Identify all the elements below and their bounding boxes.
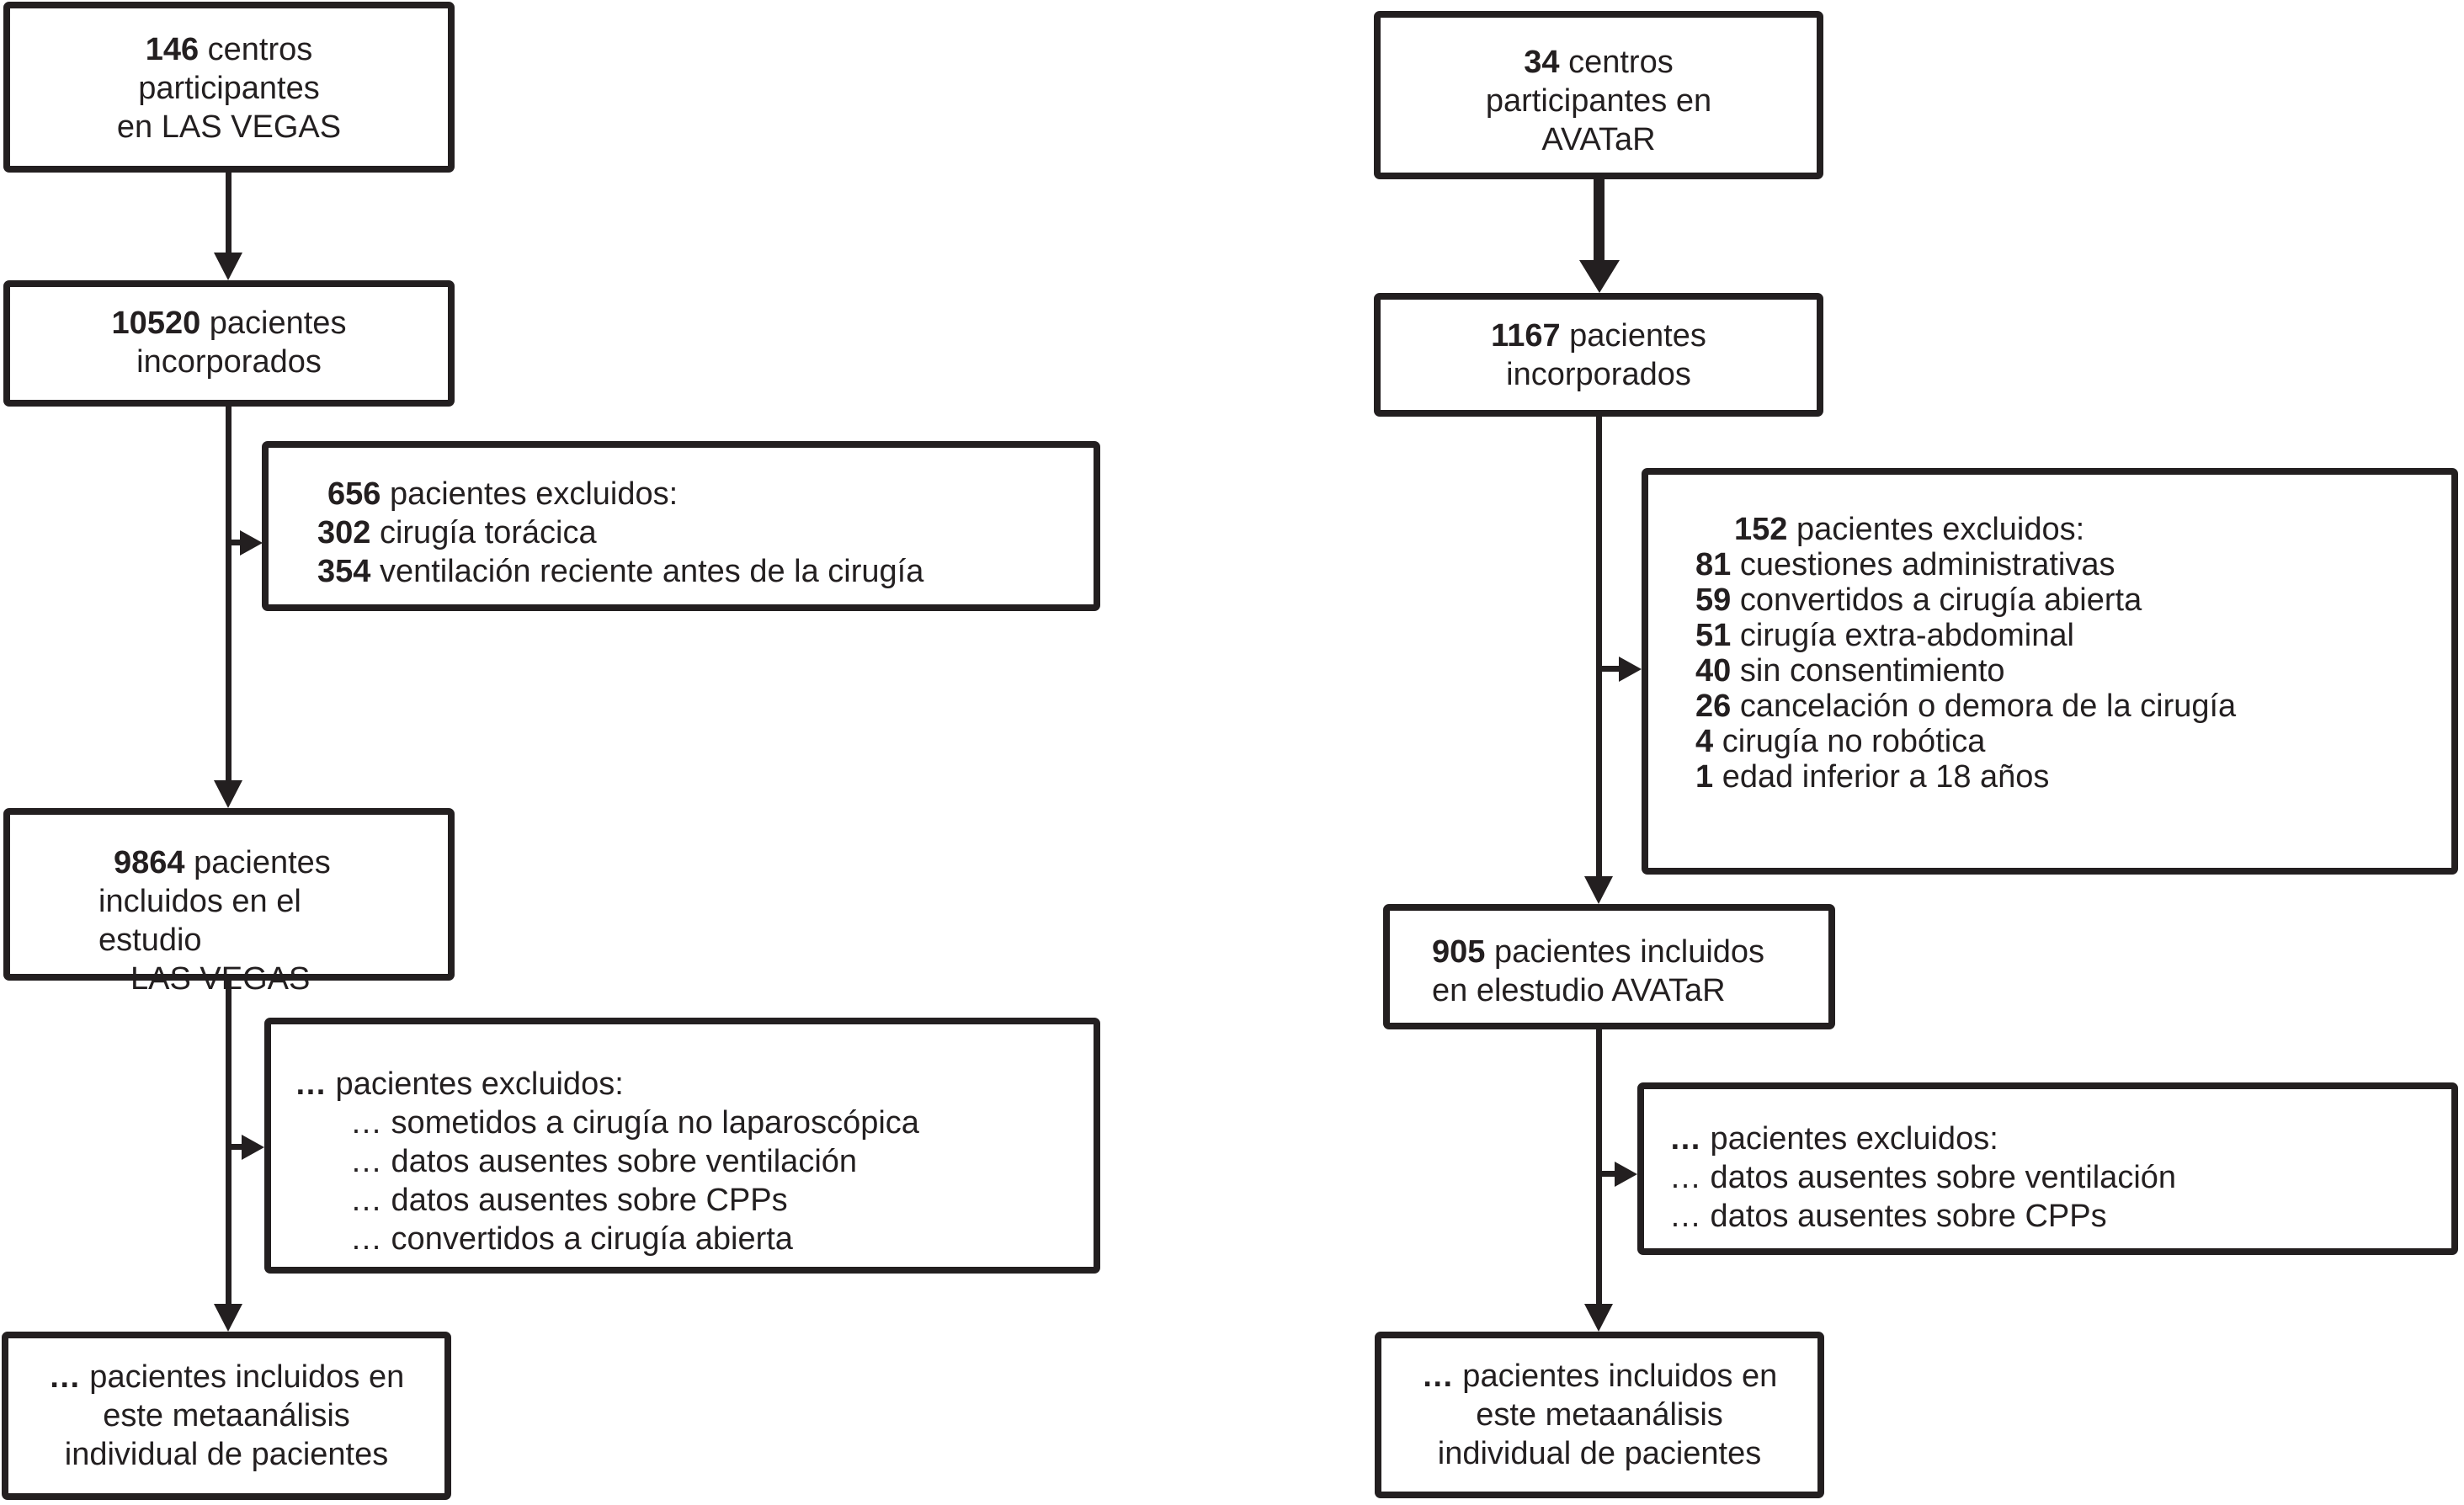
- box-line: 302 cirugía torácica: [317, 515, 597, 550]
- box-lasvegas-excluded2: … pacientes excluidos: … sometidos a cir…: [264, 1018, 1100, 1274]
- box-line: … pacientes excluidos:: [295, 1066, 624, 1102]
- box-line: 34 centros: [1524, 45, 1674, 80]
- box-lasvegas-meta-analysis: … pacientes incluidos en este metaanális…: [2, 1332, 451, 1500]
- box-line: 152 pacientes excluidos:: [1734, 512, 2085, 547]
- box-line: 4 cirugía no robótica: [1695, 724, 1986, 759]
- connector-line: [1596, 415, 1602, 877]
- box-line: incluidos en el: [98, 884, 301, 919]
- box-lasvegas-enrolled: 10520 pacientes incorporados: [3, 280, 455, 407]
- box-line: 1167 pacientes: [1491, 318, 1706, 354]
- connector-line: [1596, 666, 1620, 672]
- arrow-down-icon: [1579, 260, 1620, 293]
- arrow-down-icon: [1584, 876, 1613, 904]
- arrow-right-icon: [240, 530, 263, 556]
- box-line: incorporados: [1506, 357, 1691, 392]
- box-line: 10520 pacientes: [111, 306, 347, 341]
- box-line: 26 cancelación o demora de la cirugía: [1695, 689, 2237, 724]
- box-line: en elestudio AVATaR: [1432, 973, 1726, 1008]
- box-line: … datos ausentes sobre CPPs: [1669, 1199, 2107, 1234]
- arrow-down-icon: [214, 1304, 242, 1332]
- box-line: 146 centros: [145, 32, 313, 67]
- box-line: … convertidos a cirugía abierta: [350, 1221, 793, 1257]
- connector-line: [226, 540, 242, 545]
- connector-line: [226, 171, 231, 255]
- box-line: 905 pacientes incluidos: [1432, 934, 1765, 970]
- connector-line: [226, 1144, 244, 1150]
- box-line: estudio: [98, 923, 202, 958]
- box-line: individual de pacientes: [1437, 1436, 1762, 1471]
- box-line: participantes en: [1485, 83, 1712, 119]
- box-line: LAS VEGAS: [130, 961, 311, 997]
- box-line: 9864 pacientes: [114, 845, 331, 880]
- arrow-down-icon: [214, 253, 242, 280]
- box-line: en LAS VEGAS: [116, 109, 342, 145]
- arrow-down-icon: [1584, 1304, 1613, 1332]
- box-avatar-excluded1: 152 pacientes excluidos: 81 cuestiones a…: [1642, 468, 2458, 875]
- box-avatar-meta-analysis: … pacientes incluidos en este metaanális…: [1375, 1332, 1824, 1498]
- box-line: 354 ventilación reciente antes de la cir…: [317, 554, 924, 589]
- box-line: participantes: [138, 71, 320, 106]
- arrow-right-icon: [242, 1135, 264, 1160]
- box-line: AVATaR: [1541, 122, 1656, 157]
- box-line: 51 cirugía extra-abdominal: [1695, 618, 2074, 653]
- box-line: 81 cuestiones administrativas: [1695, 547, 2115, 582]
- connector-line: [226, 979, 231, 1305]
- box-avatar-excluded2: … pacientes excluidos: … datos ausentes …: [1637, 1082, 2458, 1255]
- box-line: individual de pacientes: [64, 1437, 389, 1472]
- arrow-right-icon: [1615, 1162, 1637, 1187]
- arrow-down-icon: [214, 780, 242, 808]
- box-avatar-included: 905 pacientes incluidos en elestudio AVA…: [1383, 904, 1835, 1029]
- box-line: 656 pacientes excluidos:: [327, 476, 679, 512]
- box-line: … pacientes incluidos en: [1421, 1359, 1778, 1394]
- box-line: … datos ausentes sobre ventilación: [1669, 1160, 2177, 1195]
- box-lasvegas-excluded1: 656 pacientes excluidos: 302 cirugía tor…: [262, 441, 1100, 611]
- connector-line-thick: [1594, 178, 1605, 263]
- box-line: … pacientes excluidos:: [1669, 1121, 1998, 1157]
- box-lasvegas-centers: 146 centros participantes en LAS VEGAS: [3, 2, 455, 173]
- box-line: este metaanálisis: [103, 1398, 350, 1433]
- box-line: 40 sin consentimiento: [1695, 653, 2005, 689]
- box-line: … pacientes incluidos en: [48, 1359, 405, 1395]
- box-line: 1 edad inferior a 18 años: [1695, 759, 2050, 795]
- box-line: … datos ausentes sobre ventilación: [350, 1144, 858, 1179]
- connector-line: [1596, 1028, 1602, 1305]
- box-line: … sometidos a cirugía no laparoscópica: [350, 1105, 919, 1141]
- box-line: este metaanálisis: [1476, 1397, 1723, 1433]
- box-lasvegas-included: 9864 pacientes incluidos en el estudio L…: [3, 808, 455, 997]
- box-line: … datos ausentes sobre CPPs: [350, 1183, 788, 1218]
- box-line: 59 convertidos a cirugía abierta: [1695, 582, 2142, 618]
- box-avatar-centers: 34 centros participantes en AVATaR: [1374, 11, 1823, 179]
- connector-line: [1596, 1171, 1615, 1177]
- connector-line: [226, 405, 231, 782]
- box-line: incorporados: [136, 344, 322, 380]
- box-avatar-enrolled: 1167 pacientes incorporados: [1374, 293, 1823, 417]
- arrow-right-icon: [1619, 657, 1642, 682]
